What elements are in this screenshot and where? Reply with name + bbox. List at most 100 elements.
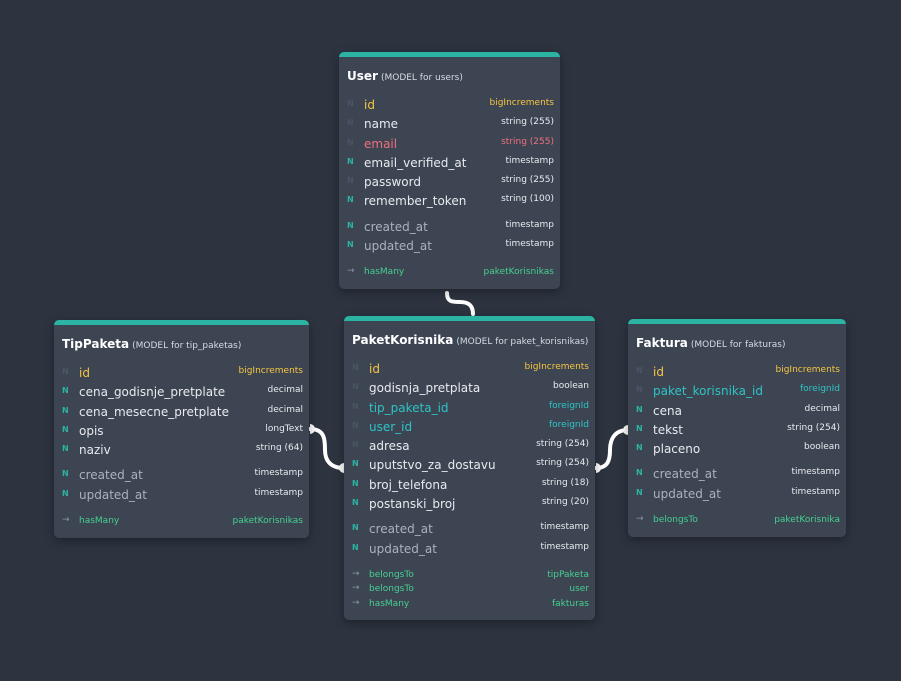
relation-target: paketKorisnika [774,515,840,526]
nullable-marker: N [62,424,69,434]
nullable-marker: N [347,195,354,205]
field-type: string (254) [787,422,840,433]
field-type: foreignId [549,419,589,430]
table-header[interactable]: User(MODEL for users) [339,57,560,90]
table-header[interactable]: PaketKorisnika(MODEL for paket_korisnika… [344,321,595,354]
relation-target: user [569,584,589,595]
field-type: string (64) [255,443,303,454]
field-type: bigIncrements [775,365,841,375]
nullable-marker: N [352,382,359,392]
field-name: postanski_broj [369,497,456,512]
field-name: cena_mesecne_pretplate [79,404,229,419]
table-header[interactable]: TipPaketa(MODEL for tip_paketas) [54,325,309,358]
table-paket-korisnika[interactable]: PaketKorisnika(MODEL for paket_korisnika… [344,316,595,621]
table-subtitle: (MODEL for users) [380,73,463,83]
relation-target: tipPaketa [547,569,589,580]
field-name: user_id [369,419,413,434]
arrow-right-icon: → [347,266,355,277]
field-type: string (255) [501,117,554,128]
nullable-marker: N [62,367,69,376]
field-type: foreignId [549,400,589,411]
nullable-marker: N [352,542,359,552]
connector-user-paketkorisnika [445,291,475,316]
table-subtitle: (MODEL for paket_korisnikas) [456,337,589,347]
field-type: decimal [267,404,303,415]
table-accent-bar [344,316,595,321]
nullable-marker: N [347,156,354,166]
table-header[interactable]: Faktura(MODEL for fakturas) [628,324,846,357]
field-name: email [364,136,398,151]
nullable-marker: N [352,363,359,372]
field-type: string (254) [536,458,589,469]
arrow-right-icon: → [62,515,70,526]
table-accent-bar [339,52,560,57]
connector-paketkorisnika-faktura [594,428,630,470]
field-type: bigIncrements [238,366,304,376]
field-type: bigIncrements [489,98,555,108]
nullable-marker: N [62,488,69,498]
field-type: longText [265,423,303,434]
field-name: name [364,117,399,132]
field-type: decimal [267,385,303,396]
field-name: tekst [653,422,683,437]
field-name: id [369,362,380,376]
nullable-marker: N [347,137,354,147]
nullable-marker: N [352,498,359,508]
field-type: timestamp [505,239,554,250]
field-name: uputstvo_za_dostavu [369,458,496,473]
field-name: cena [653,403,682,418]
nullable-marker: N [636,385,643,395]
field-type: timestamp [505,155,554,166]
field-name: id [364,98,375,112]
field-name: placeno [653,442,701,457]
nullable-marker: N [62,405,69,415]
field-name: password [364,175,421,190]
table-name: User [347,69,378,83]
